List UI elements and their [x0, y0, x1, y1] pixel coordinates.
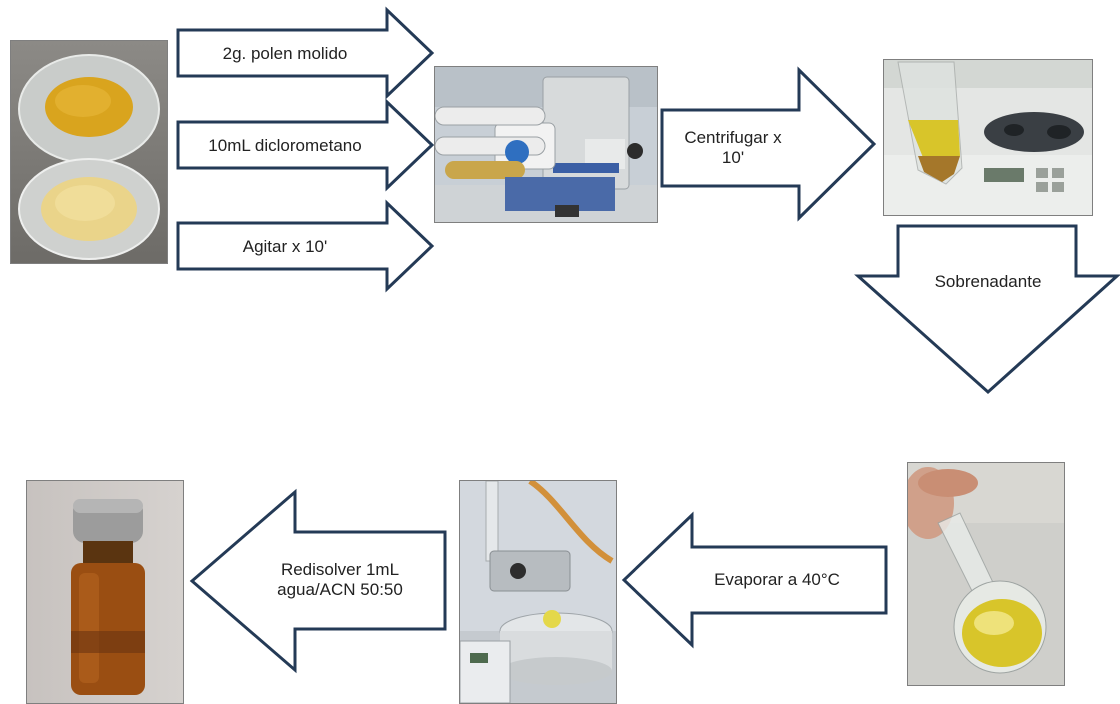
- arrow-step2: [176, 98, 435, 192]
- flask-photo: [907, 462, 1065, 686]
- step1-label: 2g. polen molido: [222, 44, 348, 63]
- step3-label: Agitar x 10': [242, 237, 328, 256]
- rotavap-photo: [459, 480, 617, 704]
- shaker-photo: [434, 66, 658, 223]
- step4-label: Centrifugar x 10': [684, 128, 782, 167]
- vial-photo: [26, 480, 184, 704]
- step6-label: Evaporar a 40°C: [714, 570, 840, 589]
- arrow-step6: [621, 511, 888, 649]
- arrow-step7: [189, 488, 447, 674]
- centrifuge-photo: [883, 59, 1093, 216]
- arrow-step5: [854, 224, 1120, 395]
- arrow-step3: [176, 199, 435, 293]
- pollen-samples-photo: [10, 40, 168, 264]
- step7-label: Redisolver 1mL agua/ACN 50:50: [277, 560, 403, 599]
- arrow-step1: [176, 6, 435, 100]
- step2-label: 10mL diclorometano: [208, 136, 362, 155]
- arrow-step4: [660, 66, 877, 222]
- step5-label: Sobrenadante: [934, 272, 1042, 291]
